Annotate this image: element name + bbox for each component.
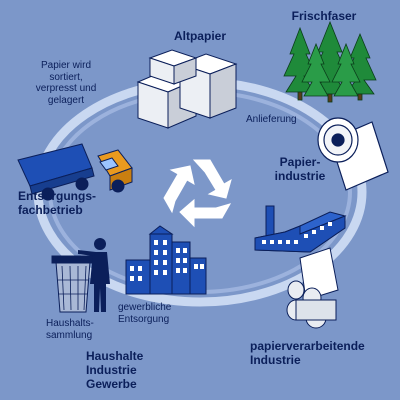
trees-icon xyxy=(283,20,377,103)
bales-icon xyxy=(136,49,238,129)
label-frischfaser: Frischfaser xyxy=(291,9,357,23)
factory-icon xyxy=(254,205,347,253)
label-anlieferung: Anlieferung xyxy=(246,114,297,125)
truck-icon xyxy=(17,143,133,201)
city-icon xyxy=(125,225,207,295)
label-haushaltssammlung: Haushalts- sammlung xyxy=(46,318,94,341)
person-trash-icon xyxy=(51,238,110,313)
person-icon xyxy=(78,238,110,312)
label-gewerbliche-entsorgung: gewerbliche Entsorgung xyxy=(118,302,172,325)
recycle-icon xyxy=(163,159,232,228)
label-papier-wird: Papier wird sortiert, verpresst und gela… xyxy=(35,60,97,106)
label-papierindustrie: Papier- industrie xyxy=(274,155,326,183)
trash-can-icon xyxy=(51,255,95,313)
label-altpapier: Altpapier xyxy=(173,29,226,43)
paper-roll-icon xyxy=(317,117,389,191)
label-papierverarbeitende-industrie: papierverarbeitende Industrie xyxy=(250,339,365,367)
label-entsorgungsfachbetrieb: Entsorgungs- fachbetrieb xyxy=(18,189,96,217)
paper-machine-icon xyxy=(286,247,339,329)
label-haushalte-industrie-gewerbe: Haushalte Industrie Gewerbe xyxy=(86,349,144,391)
